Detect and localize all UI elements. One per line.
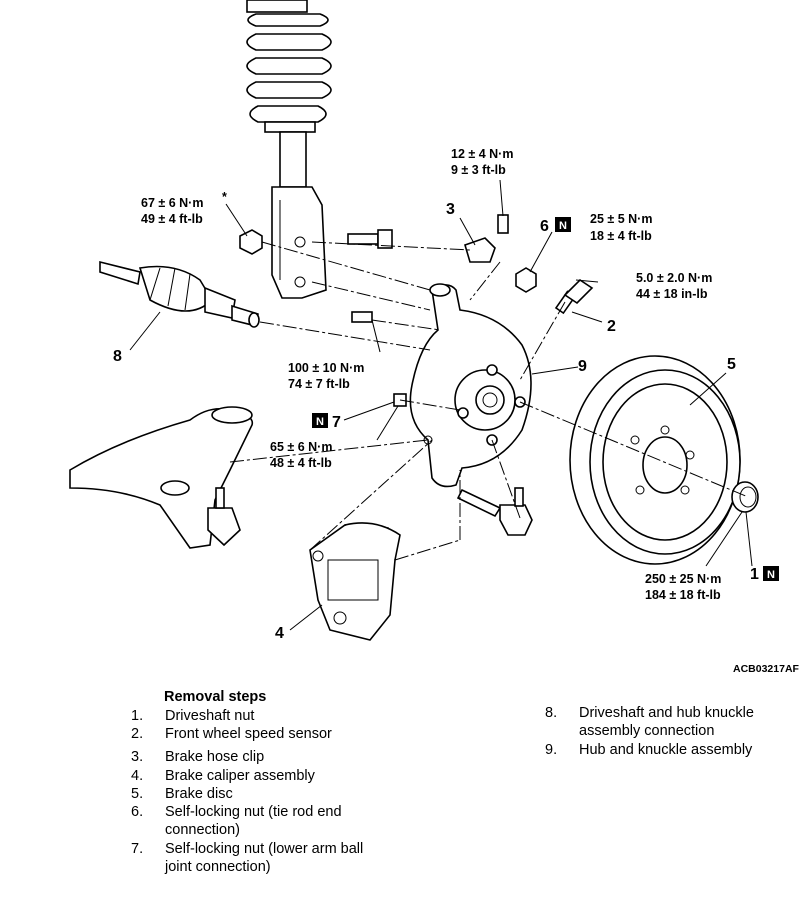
step-number: 9.	[545, 742, 558, 758]
n-mark-7: N	[312, 413, 328, 428]
removal-steps-title: Removal steps	[164, 689, 267, 705]
n-mark-6: N	[555, 217, 571, 232]
svg-text:44 ± 18 in-lb: 44 ± 18 in-lb	[636, 287, 708, 301]
step-text: Brake disc	[165, 786, 233, 802]
torque-100nm: 100 ± 10 N·m 74 ± 7 ft-lb	[288, 361, 364, 391]
callout-5: 5	[727, 356, 736, 373]
step-text: Self-locking nut (tie rod end connection…	[165, 804, 342, 838]
step-text: Self-locking nut (lower arm ball joint c…	[165, 841, 364, 875]
alignment-lines	[229, 241, 749, 561]
brake-disc	[569, 355, 741, 565]
torque-5nm: 5.0 ± 2.0 N·m 44 ± 18 in-lb	[636, 271, 712, 301]
brake-hose-clip	[464, 214, 509, 263]
callout-8: 8	[113, 348, 122, 365]
svg-text:18 ± 4 ft-lb: 18 ± 4 ft-lb	[590, 229, 652, 243]
svg-text:N: N	[559, 220, 567, 232]
step-number: 6.	[131, 804, 144, 820]
torque-250nm: 250 ± 25 N·m 184 ± 18 ft-lb	[645, 572, 721, 602]
svg-text:49 ± 4 ft-lb: 49 ± 4 ft-lb	[141, 212, 203, 226]
driveshaft	[99, 260, 260, 328]
svg-text:48 ± 4 ft-lb: 48 ± 4 ft-lb	[270, 456, 332, 470]
step-number: 7.	[131, 841, 144, 857]
step-number: 2.	[131, 726, 144, 742]
callout-7: 7	[332, 414, 341, 431]
svg-text:65 ± 6 N·m: 65 ± 6 N·m	[270, 440, 332, 454]
torque-12nm: 12 ± 4 N·m 9 ± 3 ft-lb	[451, 147, 513, 177]
step-text: Hub and knuckle assembly	[579, 742, 753, 758]
step-text: Brake hose clip	[165, 749, 265, 765]
svg-text:100 ± 10 N·m: 100 ± 10 N·m	[288, 361, 364, 375]
svg-text:12 ± 4 N·m: 12 ± 4 N·m	[451, 147, 513, 161]
callout-1: 1	[750, 566, 759, 583]
brake-caliper	[309, 522, 401, 641]
callout-2: 2	[607, 318, 616, 335]
hub-knuckle	[409, 283, 532, 488]
step-number: 3.	[131, 749, 144, 765]
step-text: Driveshaft nut	[165, 708, 255, 724]
step-number: 1.	[131, 708, 144, 724]
step-number: 4.	[131, 768, 144, 784]
step-number: 5.	[131, 786, 144, 802]
callout-3: 3	[446, 201, 455, 218]
step-text: Driveshaft and hub knuckle assembly conn…	[579, 705, 754, 739]
n-mark-1: N	[763, 566, 779, 581]
svg-text:N: N	[767, 569, 775, 581]
step-text: Brake caliper assembly	[165, 768, 315, 784]
leader-lines	[129, 179, 753, 631]
callout-4: 4	[275, 625, 284, 642]
svg-text:N: N	[316, 416, 324, 428]
step-text: Front wheel speed sensor	[165, 726, 332, 742]
ball-joint-bolt	[351, 311, 407, 407]
self-locking-nut-tie-rod	[515, 267, 537, 293]
svg-text:184 ± 18 ft-lb: 184 ± 18 ft-lb	[645, 588, 721, 602]
svg-text:*: *	[222, 190, 227, 204]
step-number: 8.	[545, 705, 558, 721]
torque-65nm: 65 ± 6 N·m 48 ± 4 ft-lb	[270, 440, 332, 470]
strut-bolt	[347, 229, 393, 249]
tie-rod-end	[456, 487, 533, 536]
callout-6: 6	[540, 218, 549, 235]
figure-code: ACB03217AF	[733, 663, 800, 675]
strut-nut	[239, 229, 263, 255]
torque-67nm: 67 ± 6 N·m 49 ± 4 ft-lb *	[141, 190, 227, 226]
lower-arm	[69, 406, 254, 549]
svg-text:250 ± 25 N·m: 250 ± 25 N·m	[645, 572, 721, 586]
svg-text:25 ± 5 N·m: 25 ± 5 N·m	[590, 212, 652, 226]
exploded-view-diagram: 12 ± 4 N·m 9 ± 3 ft-lb 67 ± 6 N·m 49 ± 4…	[69, 0, 800, 675]
svg-text:9 ± 3 ft-lb: 9 ± 3 ft-lb	[451, 163, 506, 177]
svg-text:74 ± 7 ft-lb: 74 ± 7 ft-lb	[288, 377, 350, 391]
callout-9: 9	[578, 358, 587, 375]
svg-text:5.0 ± 2.0 N·m: 5.0 ± 2.0 N·m	[636, 271, 712, 285]
driveshaft-nut	[731, 481, 759, 513]
svg-text:67 ± 6 N·m: 67 ± 6 N·m	[141, 196, 203, 210]
torque-25nm: 25 ± 5 N·m 18 ± 4 ft-lb	[590, 212, 652, 243]
strut-assembly	[246, 0, 332, 299]
